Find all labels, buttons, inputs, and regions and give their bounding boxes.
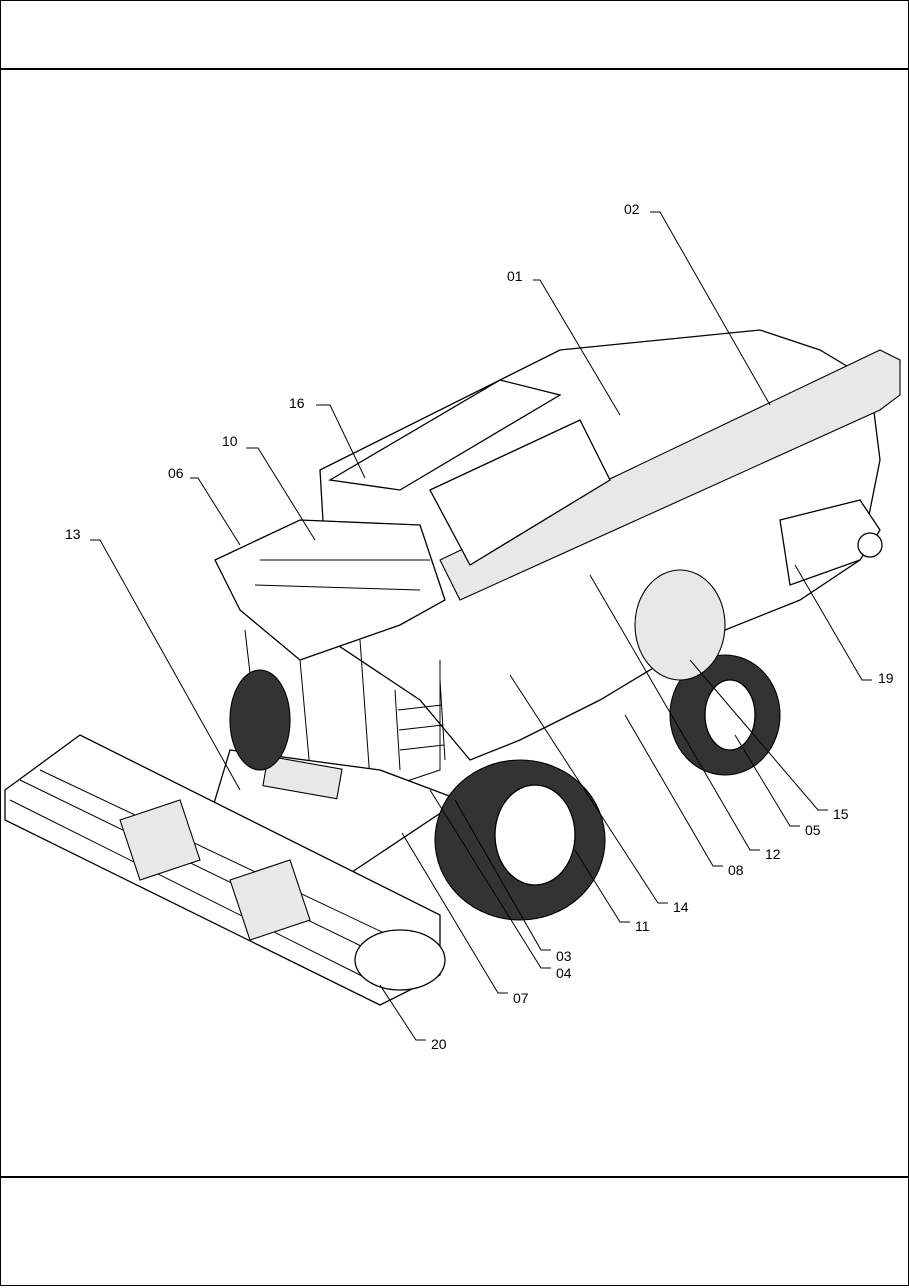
callout-03: 03 xyxy=(556,948,572,964)
callout-20: 20 xyxy=(431,1036,447,1052)
callout-06: 06 xyxy=(168,465,184,481)
page-header xyxy=(0,0,909,70)
callout-02: 02 xyxy=(624,201,640,217)
callout-leaders xyxy=(90,211,872,1041)
callout-05: 05 xyxy=(805,822,821,838)
callout-04: 04 xyxy=(556,965,572,981)
callout-14: 14 xyxy=(673,899,689,915)
page-footer xyxy=(0,1176,909,1288)
callout-12: 12 xyxy=(765,846,781,862)
callout-15: 15 xyxy=(833,806,849,822)
combine-illustration xyxy=(4,329,901,1006)
callout-07: 07 xyxy=(513,990,529,1006)
callout-10: 10 xyxy=(222,433,238,449)
callout-08: 08 xyxy=(728,862,744,878)
callout-11: 11 xyxy=(635,918,650,934)
callout-19: 19 xyxy=(878,670,894,686)
callout-01: 01 xyxy=(507,268,523,284)
callout-13: 13 xyxy=(65,526,81,542)
callout-labels: 02 01 16 10 06 13 19 15 05 12 08 14 11 0… xyxy=(65,201,894,1052)
callout-16: 16 xyxy=(289,395,305,411)
